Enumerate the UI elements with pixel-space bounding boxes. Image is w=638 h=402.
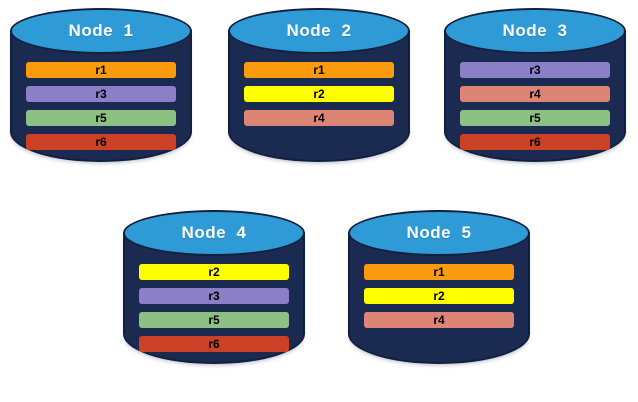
node-label: Node 5 — [406, 223, 472, 242]
replica-bar-r2[interactable]: r2 — [364, 288, 514, 304]
replica-bar-r3[interactable]: r3 — [26, 86, 176, 102]
replica-bar-r2[interactable]: r2 — [244, 86, 394, 102]
replica-bar-r5[interactable]: r5 — [26, 110, 176, 126]
replica-bar-r3[interactable]: r3 — [139, 288, 289, 304]
replica-list: r3 r4 r5 r6 — [444, 62, 626, 150]
replica-bar-r1[interactable]: r1 — [244, 62, 394, 78]
node-label: Node 3 — [502, 21, 568, 40]
replica-bar-r1[interactable]: r1 — [26, 62, 176, 78]
replica-bar-r4[interactable]: r4 — [244, 110, 394, 126]
replica-bar-r3[interactable]: r3 — [460, 62, 610, 78]
replica-bar-r6[interactable]: r6 — [26, 134, 176, 150]
replica-bar-r6[interactable]: r6 — [139, 336, 289, 352]
cylinder-top-ellipse — [444, 8, 626, 54]
replica-list: r1 r2 r4 — [348, 264, 530, 328]
replica-list: r2 r3 r5 r6 — [123, 264, 305, 352]
cylinder-top-ellipse — [123, 210, 305, 256]
cylinder-top-ellipse — [10, 8, 192, 54]
replica-bar-r4[interactable]: r4 — [460, 86, 610, 102]
replica-bar-r6[interactable]: r6 — [460, 134, 610, 150]
node-label: Node 2 — [286, 21, 352, 40]
replica-bar-r4[interactable]: r4 — [364, 312, 514, 328]
replica-list: r1 r2 r4 — [228, 62, 410, 126]
cylinder-top-ellipse — [228, 8, 410, 54]
replica-bar-r2[interactable]: r2 — [139, 264, 289, 280]
replica-list: r1 r3 r5 r6 — [10, 62, 192, 150]
node-label: Node 4 — [181, 223, 247, 242]
replica-bar-r5[interactable]: r5 — [460, 110, 610, 126]
replica-bar-r5[interactable]: r5 — [139, 312, 289, 328]
replica-bar-r1[interactable]: r1 — [364, 264, 514, 280]
cylinder-top-ellipse — [348, 210, 530, 256]
node-label: Node 1 — [68, 21, 134, 40]
